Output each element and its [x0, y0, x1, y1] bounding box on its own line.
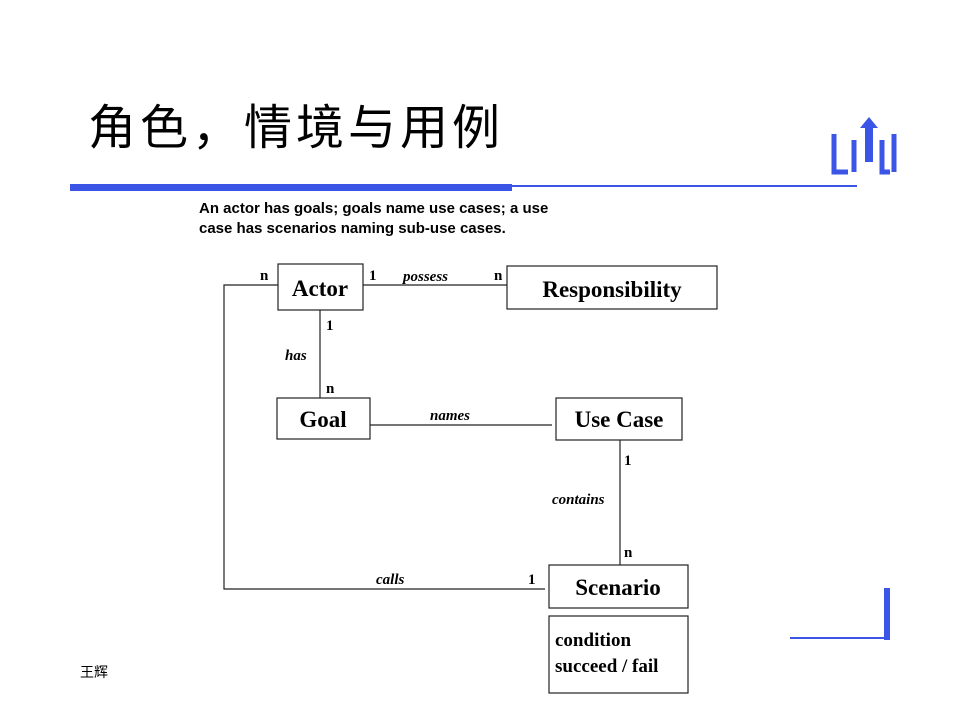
- scenario-calls-mult: 1: [528, 572, 536, 588]
- actor-label: Actor: [292, 276, 348, 301]
- possess-to-mult: n: [494, 268, 503, 284]
- caption-line-1: An actor has goals; goals name use cases…: [199, 200, 549, 217]
- calls-label: calls: [376, 572, 404, 588]
- has-label: has: [285, 348, 307, 364]
- use-case-box: [555, 397, 683, 441]
- names-label: names: [430, 408, 470, 424]
- responsibility-box: [506, 265, 718, 310]
- slide-footer: 王辉: [80, 665, 108, 681]
- responsibility-label: Responsibility: [542, 277, 682, 302]
- contains-label: contains: [552, 492, 605, 508]
- has-to-mult: n: [326, 381, 335, 397]
- possess-from-mult: 1: [369, 268, 377, 284]
- scenario-box: [548, 564, 689, 609]
- contains-from-mult: 1: [624, 453, 632, 469]
- actor-calls-mult: n: [260, 268, 269, 284]
- scenario-detail-box: [548, 615, 689, 694]
- title-underline-thin: [512, 185, 857, 187]
- has-from-mult: 1: [326, 318, 334, 334]
- succeed-fail-label: succeed / fail: [555, 656, 658, 677]
- title-underline-thick: [70, 184, 512, 191]
- contains-to-mult: n: [624, 545, 633, 561]
- logo-icon: [831, 117, 897, 175]
- corner-bracket-decoration: [790, 588, 890, 640]
- caption-line-2: case has scenarios naming sub-use cases.: [199, 220, 506, 237]
- scenario-label: Scenario: [575, 575, 661, 600]
- use-case-label: Use Case: [575, 407, 664, 432]
- possess-label: possess: [401, 269, 448, 285]
- goal-box: [276, 397, 371, 440]
- condition-label: condition: [555, 630, 631, 651]
- actor-box: [277, 263, 364, 311]
- diagram-caption: An actor has goals; goals name use cases…: [199, 199, 548, 239]
- calls-line: [223, 284, 545, 590]
- slide-title: 角色，情境与用例: [88, 100, 505, 156]
- goal-label: Goal: [299, 407, 346, 432]
